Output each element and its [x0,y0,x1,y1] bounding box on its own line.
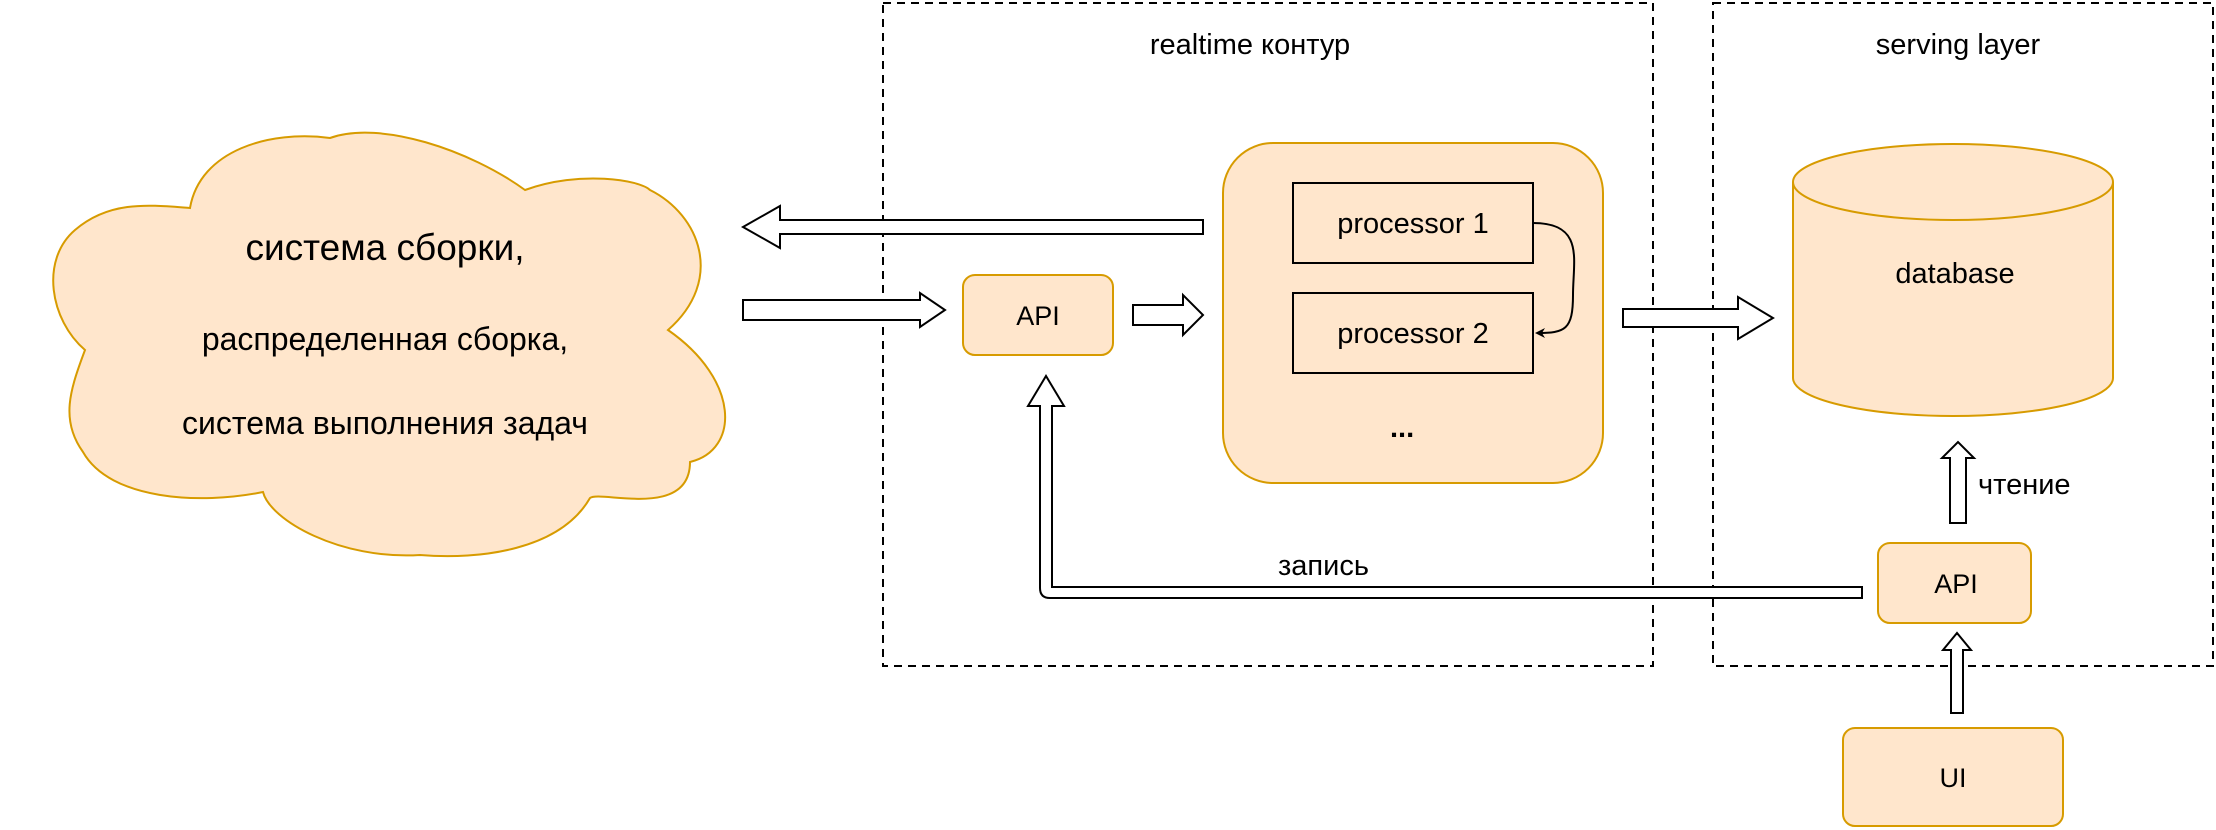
serving-group: serving layer [1712,2,2214,667]
processor-2-node[interactable]: processor 2 [1292,292,1534,374]
api-serving-label: API [1934,569,1978,599]
realtime-group: realtime контур [882,2,1654,667]
realtime-group-label: realtime контур [1150,29,1350,61]
api-serving-node[interactable]: API [1877,542,2032,624]
realtime-group-border [882,2,1654,667]
arrow-serving-api-to-realtime-api [1026,374,1863,599]
api-realtime-node[interactable]: API [962,274,1114,356]
ui-box [1842,727,2064,827]
cloud-shape [52,131,727,558]
database-body [1792,182,2114,417]
api-realtime-label: API [1016,301,1060,331]
arrow-processors-to-cloud [740,204,1204,250]
database-label: database [1895,258,2014,290]
build-system-cloud[interactable]: система сборки, распределенная сборка, с… [52,131,727,558]
serving-group-border [1712,2,2214,667]
ui-node[interactable]: UI [1842,727,2064,827]
arrow-ui-to-api [1940,631,1974,714]
processor-1-node[interactable]: processor 1 [1292,182,1534,264]
serving-group-label: serving layer [1876,29,2041,61]
api-realtime-box [962,274,1114,356]
arrow-processors-to-database [1622,295,1775,341]
processor-1-to-2-connector [1532,222,1576,338]
database-node[interactable]: database [1792,143,2114,417]
processor-2-label: processor 2 [1337,318,1489,350]
read-edge-label: чтение [1978,469,2071,501]
arrow-cloud-to-api [742,291,947,329]
processors-container[interactable]: processor 1 processor 2 ... [1222,142,1604,484]
arrow-api-to-processors [1132,292,1205,338]
processor-1-box [1292,182,1534,264]
cloud-line-2: распределенная сборка, [202,321,568,357]
arrow-api-to-database [1939,440,1977,524]
processor-1-label: processor 1 [1337,208,1489,240]
cloud-line-3: система выполнения задач [182,405,588,441]
processors-more-label: ... [1390,412,1414,444]
cloud-line-1: система сборки, [245,227,524,268]
write-edge-label: запись [1278,550,1369,582]
api-serving-box [1877,542,2032,624]
ui-label: UI [1940,763,1967,793]
processor-2-box [1292,292,1534,374]
database-top [1792,143,2114,221]
